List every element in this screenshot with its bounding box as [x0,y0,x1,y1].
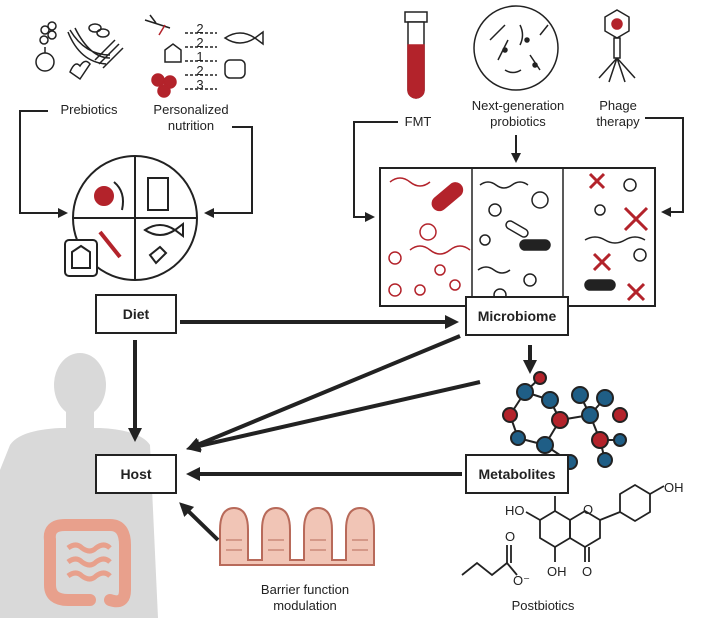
probiotic-microbes-icon [477,181,551,302]
metabolites-network-icon [502,371,628,470]
microbiome-box: Microbiome [465,296,569,336]
personalized-nutrition-icon [144,14,264,98]
microbiome-panel [379,167,656,307]
intervention-connectors [19,110,684,222]
personalized-nutrition-label: Personalized nutrition [153,102,229,133]
phage-therapy-label: Phage therapy [596,98,640,129]
probiotics-circle-icon [473,5,559,91]
ring-oxygen-label: O [583,502,593,517]
nutrition-score-1: 2 [196,21,203,36]
prebiotics-label: Prebiotics [60,102,118,117]
o-minus-label: O⁻ [513,573,530,588]
metabolites-box: Metabolites [465,454,569,494]
intestine-icon [43,519,131,608]
nutrition-score-3: 1 [196,49,203,64]
prebiotics-icon [35,21,124,81]
postbiotics-label: Postbiotics [511,598,575,613]
fmt-tube-icon [404,11,428,99]
ketone-oxygen-label: O [582,564,592,579]
arrow-barrier-to-host [179,502,220,542]
postbiotic-flavonoid-icon [525,483,665,562]
carbonyl-oxygen-label: O [505,529,515,544]
arrow-metabolites-diagonal-to-host [186,380,481,453]
arrow-microbiome-to-host [186,334,461,451]
ho-label: HO [505,503,525,518]
main-arrows [128,315,537,542]
diet-box: Diet [95,294,177,334]
barrier-villi-icon [219,506,375,566]
barrier-function-label: Barrier function modulation [260,582,350,613]
nutrition-score-2: 2 [196,35,203,50]
nutrition-score-5: 3 [196,77,203,92]
oh-label-right: OH [664,480,684,495]
oh-label-bottom: OH [547,564,567,579]
next-gen-probiotics-label: Next-generation probiotics [471,98,565,129]
fmt-microbes-icon [388,177,471,297]
diet-plate-icon [64,155,198,281]
fmt-label: FMT [404,114,432,129]
postbiotic-butyrate-icon [461,545,518,577]
phage-microbes-icon [584,172,649,302]
nutrition-score-4: 2 [196,63,203,78]
phage-icon [598,9,636,83]
host-box: Host [95,454,177,494]
